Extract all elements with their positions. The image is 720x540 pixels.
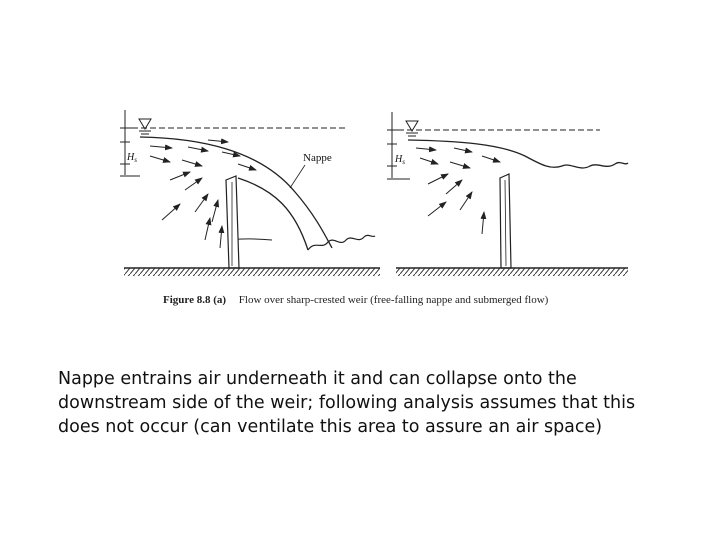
water-level-symbol-left	[138, 118, 152, 135]
head-label-left: Hs	[126, 152, 137, 164]
bed-hatch-left	[124, 268, 380, 276]
submerged-flow-diagram: Hs	[387, 112, 629, 276]
free-falling-nappe-diagram: Hs	[120, 110, 380, 276]
paragraph-line-1: Nappe entrains air underneath it and can…	[58, 369, 577, 389]
figure-caption: Figure 8.8 (a) Flow over sharp-crested w…	[163, 294, 548, 306]
water-level-symbol-right	[405, 120, 419, 137]
nappe-leader-line	[289, 164, 306, 189]
streamline-arrows-left	[149, 138, 257, 249]
head-dimension-left	[120, 110, 140, 177]
streamline-arrows-right	[415, 146, 501, 235]
nappe-label: Nappe	[303, 152, 332, 164]
nappe-upper-surface	[139, 136, 333, 249]
explanatory-paragraph: Nappe entrains air underneath it and can…	[58, 367, 678, 439]
weir-plate-left	[225, 175, 240, 269]
figure-caption-label: Figure 8.8 (a)	[163, 294, 227, 306]
weir-diagram-svg: Hs	[120, 110, 629, 276]
paragraph-line-3: does not occur (can ventilate this area …	[58, 417, 603, 437]
head-label-right: Hs	[394, 154, 405, 166]
nappe-lower-surface	[237, 177, 309, 251]
submerged-water-surface	[407, 139, 629, 169]
head-dimension-right	[387, 112, 410, 180]
weir-flow-figure: Hs	[110, 100, 630, 315]
paragraph-line-2: downstream side of the weir; following a…	[58, 393, 636, 413]
figure-caption-text: Flow over sharp-crested weir (free-falli…	[238, 294, 549, 306]
downstream-water-left	[307, 234, 376, 251]
bed-hatch-right	[396, 268, 628, 276]
